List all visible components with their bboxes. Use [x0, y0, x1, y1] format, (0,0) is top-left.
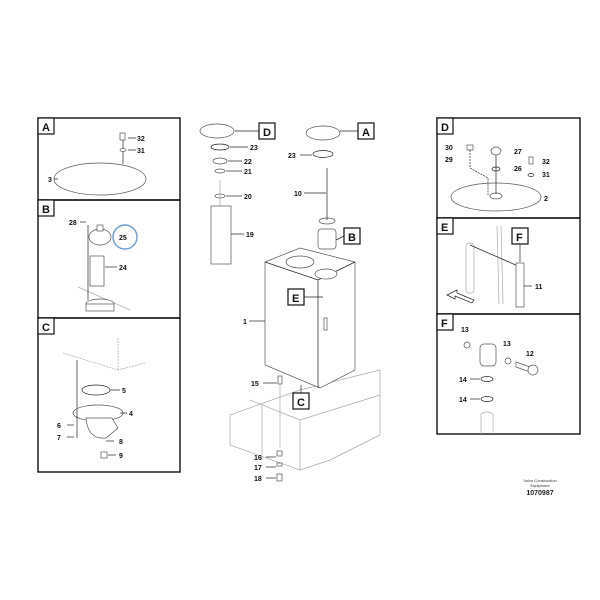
part-label: 7 — [57, 435, 61, 442]
part-label: 28 — [69, 220, 77, 227]
part-label: 1 — [243, 319, 247, 326]
part-label: 31 — [137, 148, 145, 155]
panel-c-flag-label: C — [42, 322, 50, 334]
direction-arrow-icon — [446, 289, 475, 304]
part-label: 23 — [288, 153, 296, 160]
cover-plate — [53, 162, 147, 196]
panel-a-flag — [37, 117, 55, 135]
part-label: 24 — [119, 265, 127, 272]
callout-a-label: A — [362, 127, 370, 139]
part-label: 15 — [251, 381, 259, 388]
cover-plate — [305, 125, 341, 141]
part-label: 13 — [461, 327, 469, 334]
o-ring — [81, 384, 111, 396]
part-label: 8 — [119, 439, 123, 446]
callout-c-label: C — [297, 397, 305, 409]
part-label: 14 — [459, 397, 467, 404]
part-label: 18 — [254, 476, 262, 483]
panel-a: A 32 31 3 — [37, 117, 181, 201]
part-label: 11 — [535, 284, 543, 291]
panel-e-flag-label: E — [441, 222, 448, 234]
callout-b-label: B — [348, 232, 356, 244]
panel-d-flag-label: D — [441, 122, 449, 134]
part-label: 32 — [137, 136, 145, 143]
part-label: 13 — [503, 341, 511, 348]
part-label: 20 — [244, 194, 252, 201]
part-label: 22 — [244, 159, 252, 166]
part-label: 21 — [244, 169, 252, 176]
filter-cap — [88, 228, 112, 246]
fuel-tank — [264, 247, 356, 389]
part-label: 10 — [294, 191, 302, 198]
document-number: 1070987 — [526, 490, 553, 497]
part-label: 12 — [526, 351, 534, 358]
sender-unit — [317, 228, 337, 250]
part-label: 16 — [254, 455, 262, 462]
part-label: 29 — [445, 157, 453, 164]
bolt — [119, 132, 126, 141]
part-label: 9 — [119, 453, 123, 460]
strainer — [210, 205, 232, 265]
part-label: 3 — [48, 177, 52, 184]
company-name: Volvo Construction — [523, 478, 556, 483]
part-label: 5 — [122, 388, 126, 395]
part-label: 30 — [445, 145, 453, 152]
part-label: 26 — [514, 166, 522, 173]
panel-d: D 30 29 27 26 32 31 2 — [436, 117, 581, 219]
callout-d-label: D — [263, 127, 271, 139]
panel-e: E F 11 — [436, 217, 581, 315]
part-label: 31 — [542, 172, 550, 179]
callout-f-label: F — [516, 232, 523, 244]
part-label: 23 — [250, 145, 258, 152]
part-label: 4 — [129, 411, 133, 418]
part-label: 32 — [542, 159, 550, 166]
company-name-line2: Equipment — [530, 483, 550, 488]
document-footer: Volvo Construction Equipment 1070987 — [523, 478, 556, 497]
callout-e-label: E — [292, 293, 299, 305]
highlight-circle — [112, 224, 138, 250]
part-label: 14 — [459, 377, 467, 384]
part-label: 2 — [544, 196, 548, 203]
machine-frame — [229, 369, 381, 471]
sensor-rod — [515, 262, 525, 308]
part-label: 17 — [254, 465, 262, 472]
main-assembly: D A B E C 23 22 21 20 19 23 10 1 15 16 1… — [199, 122, 381, 483]
panel-b: B 28 25 24 — [37, 199, 181, 319]
part-label: 19 — [246, 232, 254, 239]
panel-a-flag-label: A — [42, 122, 50, 134]
panel-f: F 13 13 12 14 14 — [436, 313, 581, 435]
filter-element — [89, 255, 105, 287]
part-label: 27 — [514, 149, 522, 156]
part-label: 6 — [57, 423, 61, 430]
panel-f-flag-label: F — [441, 318, 448, 330]
bracket — [479, 343, 497, 367]
part-label: 25 — [119, 235, 127, 242]
panel-b-flag-label: B — [42, 204, 50, 216]
panel-c: C 5 4 6 7 8 9 — [37, 317, 181, 473]
